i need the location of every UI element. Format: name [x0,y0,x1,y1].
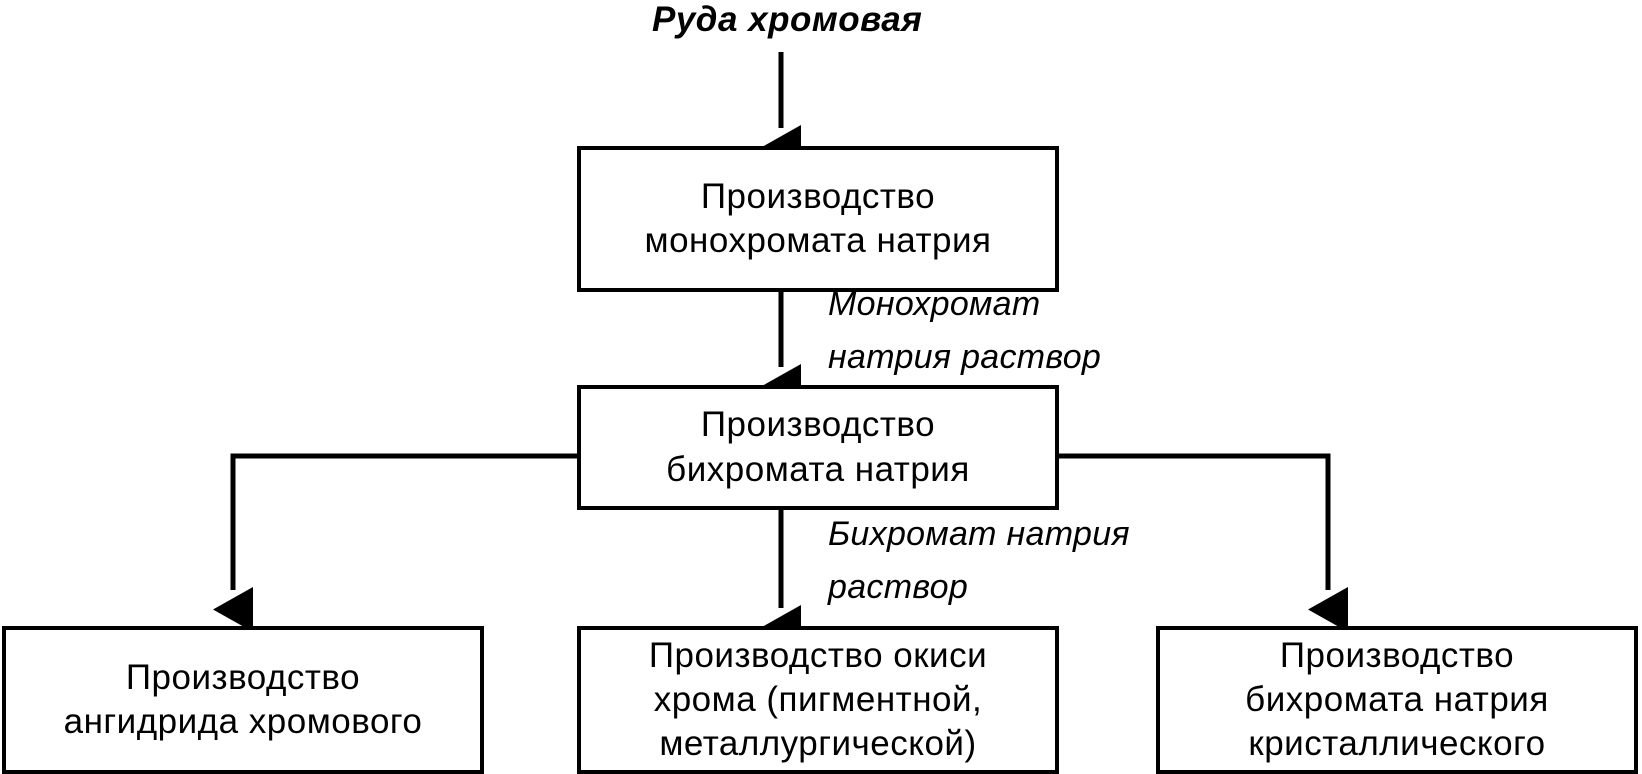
edge-bichromate-to-anhydride [213,453,577,632]
node-monochromate-production[interactable]: Производство монохромата натрия [577,146,1059,292]
input-material-label: Руда хромовая [652,0,923,39]
node-bichromate-production[interactable]: Производство бихромата натрия [577,385,1059,510]
edge-label-bichromate-solution: Бихромат натрия раствор [828,515,1130,606]
node-crystalline-bichromate-production[interactable]: Производство бихромата натрия кристаллич… [1156,626,1638,774]
edge-bichromate-to-bichromate-crystal [1059,453,1348,632]
edge-label-monochromate-solution: Монохромат натрия раствор [828,285,1102,376]
node-chromic-anhydride-production[interactable]: Производство ангидрида хромового [2,626,484,774]
node-chromium-oxide-production[interactable]: Производство окиси хрома (пигментной, ме… [577,626,1059,774]
